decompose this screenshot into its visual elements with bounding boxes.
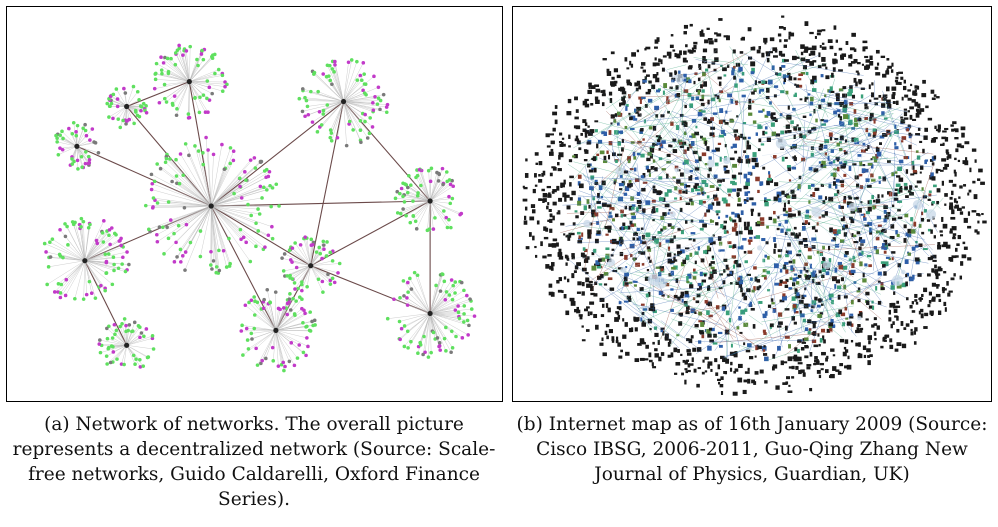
internet-map <box>522 15 987 396</box>
network-of-networks-image <box>6 6 503 402</box>
network-graph <box>42 43 477 373</box>
internet-map-image <box>512 6 992 402</box>
caption-b: (b) Internet map as of 16th January 2009… <box>516 414 988 485</box>
caption-a: (a) Network of networks. The overall pic… <box>12 414 496 510</box>
